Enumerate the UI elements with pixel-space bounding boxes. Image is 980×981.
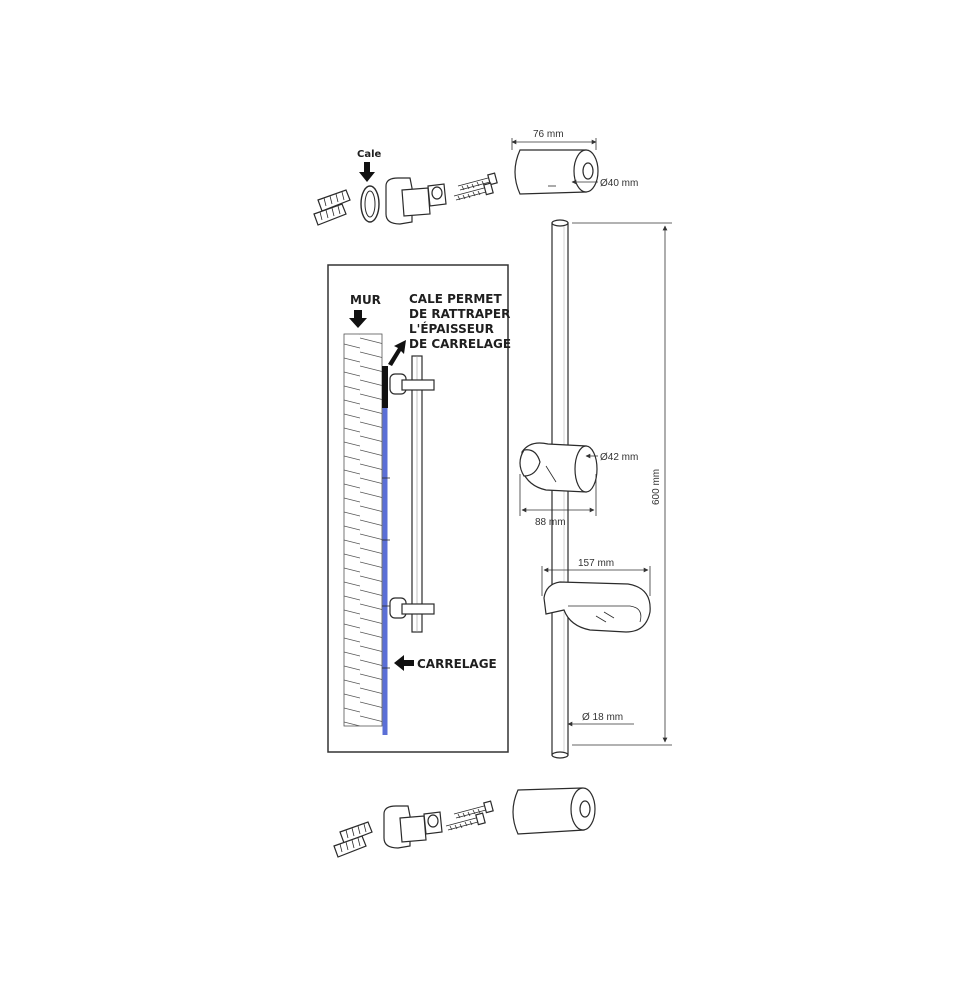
bottom-mounting-hardware [333,787,596,858]
soap-dish-width-label: 157 mm [578,558,614,569]
top-mounting-hardware: Cale [313,129,638,226]
cale-note-line-1: CALE PERMET [409,292,502,306]
top-end-cap-icon [514,149,599,195]
cale-note-arrow-icon [388,340,406,366]
cale-arrow-icon [359,162,375,182]
slider-diameter-label: Ø42 mm [600,452,638,463]
carrelage-label: CARRELAGE [417,657,497,671]
wall-hatch [343,333,383,727]
bar-side-view [389,355,435,633]
wall-plug-icon [333,821,373,858]
wall-plug-icon [313,189,351,226]
carrelage-arrow-icon [394,655,414,671]
screw-icon [453,172,498,201]
end-cap-length-label: 76 mm [533,129,564,140]
slider-length-label: 88 mm [535,517,566,528]
bottom-end-cap-icon [512,787,596,835]
shim-block [382,366,388,408]
wall-section-inset: MUR CALE PERMET DE RATTRAPER L'ÉPAISSEUR… [327,264,511,753]
soap-dish-icon [543,581,651,633]
end-cap-diameter-label: Ø40 mm [600,178,638,189]
shim-ring-icon [360,185,380,223]
cale-note-line-3: L'ÉPAISSEUR [409,321,494,336]
handset-holder-icon [519,442,598,493]
bar-height-label: 600 mm [651,469,662,505]
mur-label: MUR [350,293,381,307]
screw-icon [445,800,494,831]
wall-bracket-icon [385,177,447,225]
wall-bracket-icon [383,805,443,849]
cale-note-line-4: DE CARRELAGE [409,337,511,351]
bar-diameter-label: Ø 18 mm [582,712,623,723]
mur-arrow-icon [349,310,367,328]
cale-note-line-2: DE RATTRAPER [409,307,510,321]
cale-label: Cale [357,149,382,160]
main-bar-assembly: 600 mm Ø42 mm 88 mm 157 mm Ø 18 mm [519,219,672,759]
